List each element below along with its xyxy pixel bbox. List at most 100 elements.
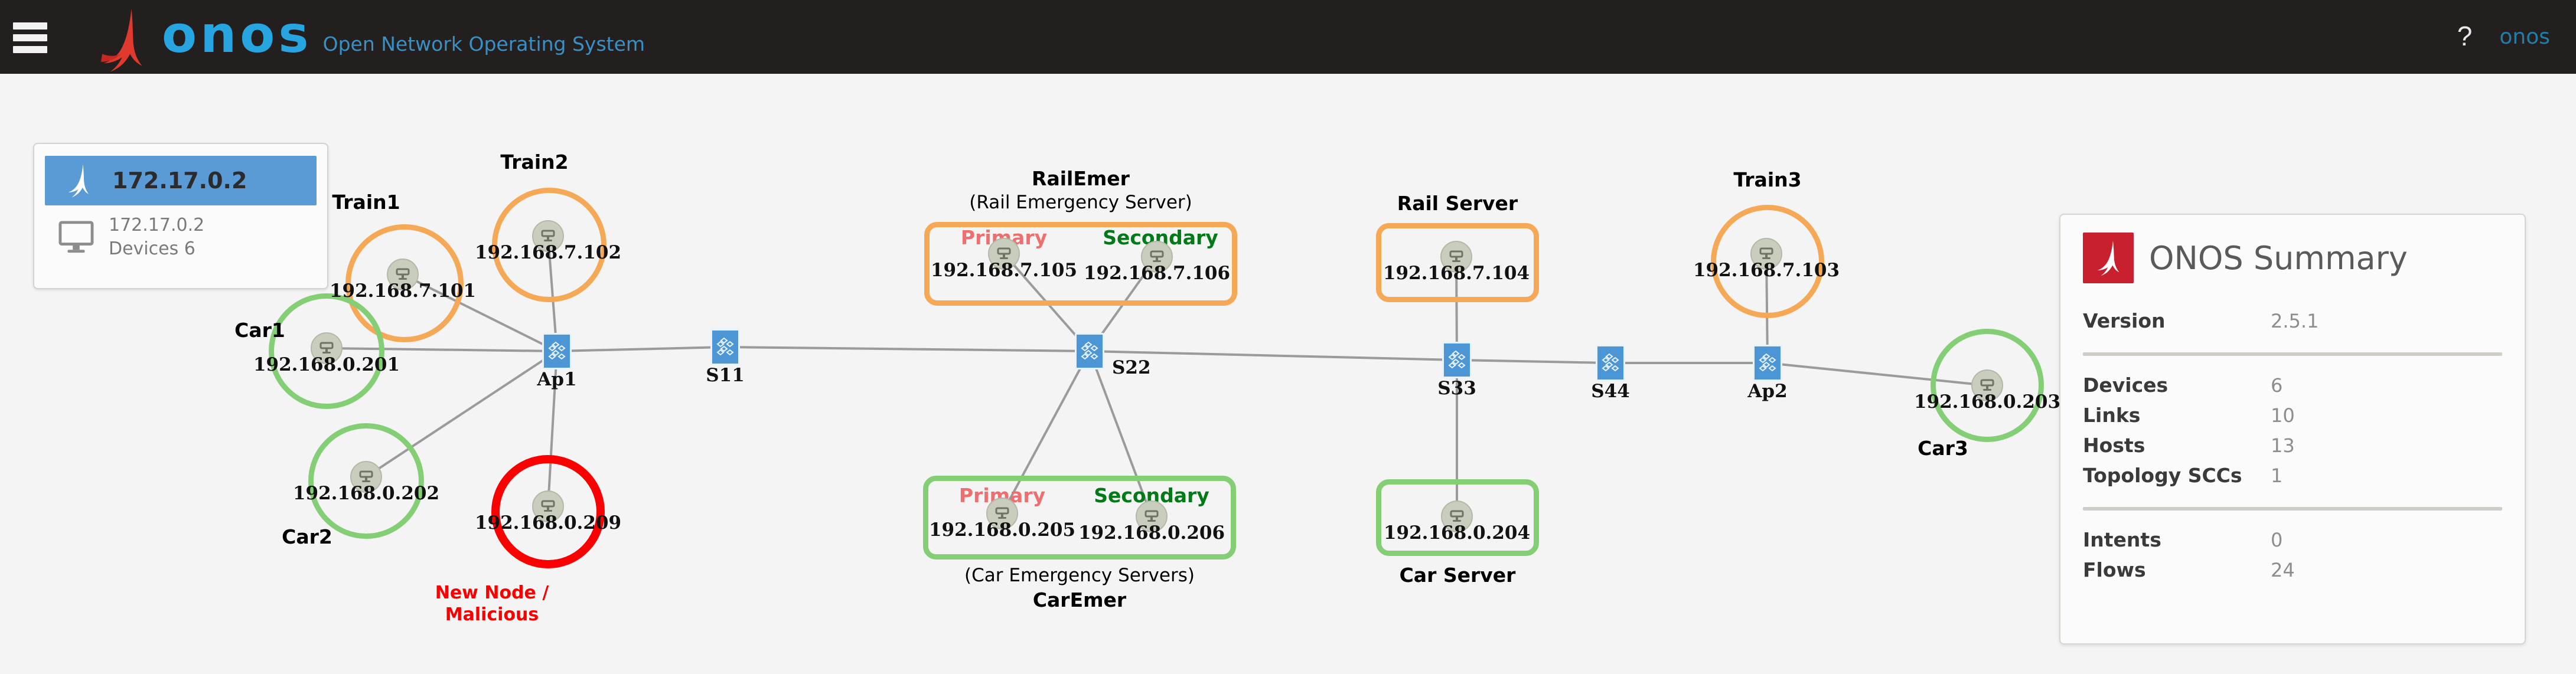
host-node-malicious[interactable]: 192.168.0.209 bbox=[475, 490, 621, 534]
switch-icon bbox=[1075, 333, 1104, 369]
instance-panel[interactable]: 172.17.0.2 172.17.0.2 Devices 6 bbox=[33, 143, 328, 289]
summary-value: 13 bbox=[2271, 434, 2295, 457]
onos-brand[interactable]: onos Open Network Operating System bbox=[89, 0, 645, 74]
group-outline-train1-group bbox=[345, 224, 464, 342]
host-node-train2[interactable]: 192.168.7.102 bbox=[475, 220, 621, 263]
host-icon bbox=[532, 490, 564, 522]
help-question-icon[interactable]: ? bbox=[2457, 20, 2473, 51]
topology-link[interactable] bbox=[556, 346, 726, 352]
device-node-ap2[interactable]: Ap2 bbox=[1747, 345, 1788, 402]
host-node-carserver[interactable]: 192.168.0.204 bbox=[1384, 500, 1530, 544]
host-ip-label: 192.168.7.101 bbox=[329, 280, 477, 302]
group-outline-carserver-group bbox=[1376, 479, 1539, 556]
topology-link[interactable] bbox=[1089, 350, 1457, 361]
summary-value: 1 bbox=[2271, 464, 2283, 487]
device-label: Ap2 bbox=[1747, 381, 1788, 402]
group-sublabel-caremer: (Car Emergency Servers) bbox=[964, 565, 1195, 586]
host-ip-label: 192.168.0.205 bbox=[928, 519, 1076, 541]
summary-row: Hosts 13 bbox=[2083, 434, 2502, 457]
topology-link[interactable] bbox=[725, 346, 1090, 352]
host-node-caremer_primary[interactable]: 192.168.0.205 bbox=[929, 498, 1075, 541]
topology-link[interactable] bbox=[1001, 351, 1091, 514]
group-label-caremer: CarEmer bbox=[1032, 588, 1127, 611]
summary-value: 10 bbox=[2271, 404, 2295, 427]
host-node-car1[interactable]: 192.168.0.201 bbox=[253, 332, 400, 375]
hamburger-bar bbox=[13, 22, 47, 30]
host-icon bbox=[1136, 500, 1168, 532]
device-node-s33[interactable]: S33 bbox=[1437, 342, 1476, 399]
host-node-car3[interactable]: 192.168.0.203 bbox=[1914, 369, 2060, 413]
device-node-s11[interactable]: S11 bbox=[706, 329, 745, 386]
device-label: S33 bbox=[1437, 378, 1476, 399]
summary-key: Flows bbox=[2083, 558, 2146, 581]
group-outline-railserver-group bbox=[1376, 223, 1539, 302]
host-ip-label: 192.168.0.201 bbox=[253, 354, 400, 375]
user-name-link[interactable]: onos bbox=[2499, 25, 2550, 49]
instance-bird-icon bbox=[68, 164, 89, 198]
host-node-railserver[interactable]: 192.168.7.104 bbox=[1383, 241, 1530, 284]
onos-tagline: Open Network Operating System bbox=[322, 32, 645, 55]
group-outline-car3-group bbox=[1931, 329, 2044, 442]
group-label-car2: Car2 bbox=[282, 525, 332, 548]
host-node-caremer_secondary[interactable]: 192.168.0.206 bbox=[1078, 500, 1225, 544]
host-icon bbox=[350, 461, 382, 493]
host-node-railemer_secondary[interactable]: 192.168.7.106 bbox=[1084, 241, 1230, 284]
host-node-train3[interactable]: 192.168.7.103 bbox=[1693, 238, 1840, 281]
group-sublabel-railemer: (Rail Emergency Server) bbox=[969, 192, 1192, 213]
host-icon bbox=[387, 259, 419, 290]
host-ip-label: 192.168.7.106 bbox=[1083, 263, 1231, 284]
masthead-right-controls: ? onos bbox=[2457, 0, 2550, 74]
instance-meta: 172.17.0.2 Devices 6 bbox=[109, 214, 204, 261]
switch-icon bbox=[1596, 345, 1625, 381]
device-node-ap1[interactable]: Ap1 bbox=[537, 333, 577, 390]
hamburger-bar bbox=[13, 46, 47, 53]
host-ip-label: 192.168.0.209 bbox=[474, 512, 622, 534]
onos-bird-logo-icon bbox=[100, 8, 142, 72]
hamburger-menu-icon[interactable] bbox=[13, 22, 47, 53]
host-icon bbox=[1141, 241, 1173, 273]
instance-header[interactable]: 172.17.0.2 bbox=[45, 156, 317, 205]
group-outline-car1-group bbox=[269, 293, 384, 409]
summary-key: Hosts bbox=[2083, 434, 2145, 457]
device-label: S44 bbox=[1591, 381, 1630, 402]
device-label: S22 bbox=[1112, 357, 1151, 378]
group-outline-train3-group bbox=[1711, 205, 1824, 318]
summary-key: Version bbox=[2083, 309, 2166, 332]
summary-title-row: ONOS Summary bbox=[2083, 233, 2502, 283]
group-label-train2: Train2 bbox=[500, 150, 569, 174]
summary-divider bbox=[2083, 352, 2502, 356]
group-label-car3: Car3 bbox=[1918, 437, 1968, 460]
topology-link[interactable] bbox=[1456, 359, 1611, 364]
hamburger-bar bbox=[13, 34, 47, 41]
host-ip-label: 192.168.7.102 bbox=[474, 242, 622, 263]
group-outline-car2-group bbox=[308, 423, 424, 539]
host-ip-label: 192.168.0.203 bbox=[1913, 391, 2061, 413]
summary-divider bbox=[2083, 507, 2502, 511]
topology-link[interactable] bbox=[1088, 351, 1153, 517]
group-label-car-server: Car Server bbox=[1399, 564, 1516, 587]
instance-devices-count: Devices 6 bbox=[109, 238, 195, 259]
device-node-s22[interactable]: S22 bbox=[1075, 333, 1151, 378]
monitor-icon bbox=[58, 221, 94, 253]
group-label-train3: Train3 bbox=[1733, 168, 1802, 191]
host-node-car2[interactable]: 192.168.0.202 bbox=[293, 461, 439, 504]
host-ip-label: 192.168.0.206 bbox=[1078, 522, 1225, 544]
summary-value: 24 bbox=[2271, 559, 2295, 581]
host-node-railemer_primary[interactable]: 192.168.7.105 bbox=[931, 238, 1077, 281]
group-label-railemer: RailEmer bbox=[1032, 167, 1130, 190]
group-label-car1: Car1 bbox=[234, 319, 285, 342]
host-icon bbox=[988, 238, 1020, 270]
switch-icon bbox=[710, 329, 740, 365]
host-node-train1[interactable]: 192.168.7.101 bbox=[330, 259, 476, 302]
instance-ip-value: 172.17.0.2 bbox=[109, 215, 205, 235]
host-icon bbox=[532, 220, 564, 252]
switch-icon bbox=[1442, 342, 1472, 378]
device-node-s44[interactable]: S44 bbox=[1591, 345, 1630, 402]
